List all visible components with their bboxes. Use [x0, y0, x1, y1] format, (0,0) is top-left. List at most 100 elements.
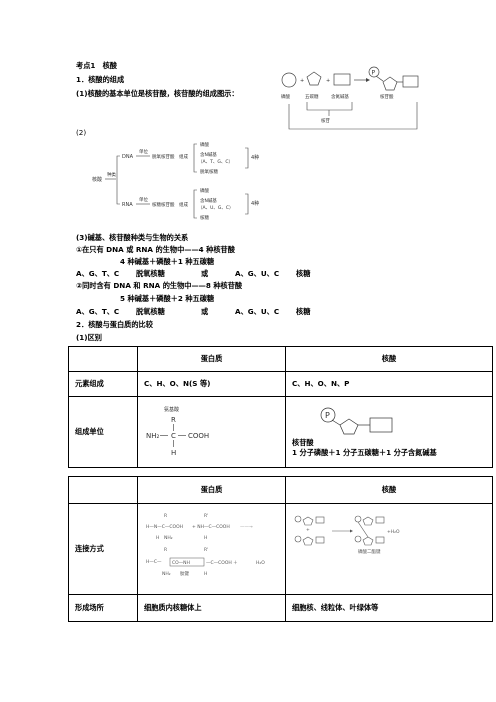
- svg-text:H: H: [204, 571, 207, 577]
- tree-rna-bases: （A、U、G、C）: [198, 205, 234, 211]
- aa-label: 氨基酸: [164, 406, 179, 413]
- outer-bracket: [288, 102, 418, 130]
- row-label: 组成单位: [68, 396, 138, 468]
- nucleotide-desc: 1 分子磷酸＋1 分子五碳糖＋1 分子含氮碱基: [292, 448, 437, 457]
- label-nucleotide: 核苷酸: [380, 93, 394, 100]
- table-cell: [68, 346, 138, 372]
- nucleotide-name: 核苷酸: [292, 438, 314, 447]
- table-cell: 细胞核、线粒体、叶绿体等: [285, 594, 493, 622]
- pentose-pentagon: [306, 71, 322, 86]
- table-row: 蛋白质 核酸: [68, 476, 493, 504]
- svg-text:H—C—: H—C—: [146, 559, 162, 565]
- svg-text:R: R: [164, 547, 167, 553]
- phosphodiester-caption: 磷酸二酯键: [358, 548, 381, 555]
- comparison-table-1: 蛋白质 核酸 元素组成 C、H、O、N(S 等) C、H、O、N、P 组成单位 …: [68, 346, 493, 468]
- svg-text:NH₂: NH₂: [162, 571, 171, 577]
- svg-text:H: H: [156, 535, 159, 541]
- label-nucleoside: 核苷: [321, 117, 330, 124]
- amino-acid-cell: 氨基酸 R NH₂ C COOH H: [137, 396, 286, 468]
- nucleotide-p: P: [325, 411, 330, 420]
- nucleotide-pentagon: [339, 418, 359, 435]
- nucleotide-base-rect: [402, 75, 419, 88]
- tree-four2: 4种: [251, 200, 259, 207]
- subsection-title: 2．核酸与蛋白质的比较: [76, 320, 153, 329]
- paragraph-line-a: A、G、T、C: [76, 269, 120, 278]
- tree-dna-mid: 脱氧核苷酸: [152, 153, 175, 160]
- paragraph-line-e: 核糖: [296, 269, 311, 278]
- tree-dna: DNA: [122, 154, 134, 160]
- tree-rna: RNA: [122, 202, 133, 208]
- paragraph-line: 4 种碱基＋磷酸＋1 种五碳糖: [120, 257, 215, 266]
- svg-text:—C—COOH ＋: —C—COOH ＋: [206, 560, 238, 566]
- table-row: 形成场所 细胞质内核糖体上 细胞核、线粒体、叶绿体等: [68, 594, 493, 622]
- tree-rna-sugar: 核糖: [200, 214, 209, 221]
- tree-dna-phosphate: 磷酸: [200, 141, 209, 148]
- table-cell: C、H、O、N(S 等): [137, 371, 286, 397]
- svg-text:H: H: [204, 535, 207, 541]
- plus-sign: +: [326, 78, 330, 84]
- svg-text:+H₂O: +H₂O: [387, 529, 400, 535]
- row-label: 形成场所: [68, 594, 138, 622]
- tree-dna-mid2: 组成: [179, 153, 188, 160]
- nucleic-acid-tree-figure: 核酸 种类 DNA RNA 单位 单位 脱氧核苷酸 组成 核糖核苷酸 组成 磷酸…: [92, 141, 259, 221]
- table-cell: C、H、O、N、P: [285, 371, 493, 397]
- paragraph-line-e: 核糖: [296, 307, 311, 316]
- paragraph-line: 5 种碱基＋磷酸＋2 种五碳糖: [120, 294, 215, 303]
- table-cell: 细胞质内核糖体上: [137, 594, 286, 622]
- nucleotide-base: [369, 417, 393, 433]
- tree-dna-base: 含N碱基: [200, 151, 217, 158]
- paragraph-line: ②同时含有 DNA 和 RNA 的生物中——8 种核苷酸: [76, 281, 243, 290]
- base-rectangle: [333, 73, 351, 86]
- aa-h: H: [171, 449, 176, 457]
- tree-kind: 种类: [107, 171, 116, 178]
- tree-unit: 单位: [139, 148, 148, 155]
- paragraph-line-a: A、G、T、C: [76, 307, 120, 316]
- nucleotide-pentagon: [382, 76, 398, 91]
- subsection-title: (1)区别: [76, 333, 102, 342]
- tree-rna-phosphate: 磷酸: [200, 187, 209, 194]
- arrowhead: [366, 78, 370, 82]
- p-circle: [368, 66, 380, 78]
- svg-text:R: R: [164, 513, 167, 519]
- paragraph-line-b: 脱氧核糖: [136, 307, 165, 316]
- paragraph-line-c: 或: [201, 307, 209, 316]
- peptide-bond-name: 肽键: [180, 570, 189, 577]
- phosphodiester-diagram: +H₂O + 磷酸二酯键: [294, 515, 400, 555]
- table-row: 元素组成 C、H、O、N(S 等) C、H、O、N、P: [68, 371, 493, 397]
- svg-text:——→: ——→: [240, 525, 253, 530]
- paragraph-line: (1)核酸的基本单位是核苷酸，核苷酸的组成图示：: [76, 89, 239, 98]
- tree-root: 核酸: [92, 176, 102, 183]
- paragraph-line-d: A、G、U、C: [235, 269, 280, 278]
- label-2: (2): [76, 128, 87, 137]
- amino-acid-structure: 氨基酸 R NH₂ C COOH H: [146, 406, 209, 457]
- phosphodiester-cell: +H₂O + 磷酸二酯键: [285, 503, 493, 595]
- label-phosphate: 磷酸: [281, 93, 290, 100]
- paragraph-line-c: 或: [201, 269, 209, 278]
- paragraph-line: ①在只有 DNA 或 RNA 的生物中——4 种核苷酸: [76, 245, 235, 254]
- svg-text:+: +: [306, 527, 310, 533]
- plus-sign: +: [300, 78, 304, 84]
- aa-r: R: [171, 416, 176, 424]
- svg-text:R': R': [204, 547, 208, 553]
- nucleotide-structure: P: [320, 407, 393, 435]
- p-letter: P: [372, 70, 376, 77]
- phosphate-circle: [281, 72, 297, 88]
- tree-dna-sugar: 脱氧核糖: [200, 168, 218, 175]
- svg-text:+ NH—C—COOH: + NH—C—COOH: [192, 524, 230, 530]
- table-row: 组成单位 氨基酸 R NH₂ C COOH H P: [68, 396, 493, 468]
- subsection-title: (3)碱基、核苷酸种类与生物的关系: [76, 233, 189, 242]
- section-heading: 考点1 核酸: [76, 61, 117, 70]
- svg-text:NH₂: NH₂: [164, 535, 173, 541]
- subsection-title: 1．核酸的组成: [76, 75, 125, 84]
- table-header-protein: 蛋白质: [137, 346, 286, 372]
- svg-text:H—N—C—COOH: H—N—C—COOH: [146, 524, 183, 530]
- paragraph-line-b: 脱氧核糖: [136, 269, 165, 278]
- table-row: 蛋白质 核酸: [68, 346, 493, 372]
- label-base: 含氮碱基: [331, 93, 349, 100]
- table-header-nucleic: 核酸: [285, 346, 493, 372]
- water-text: H₂O: [256, 560, 265, 566]
- tree-dna-bases: （A、T、G、C）: [198, 159, 233, 165]
